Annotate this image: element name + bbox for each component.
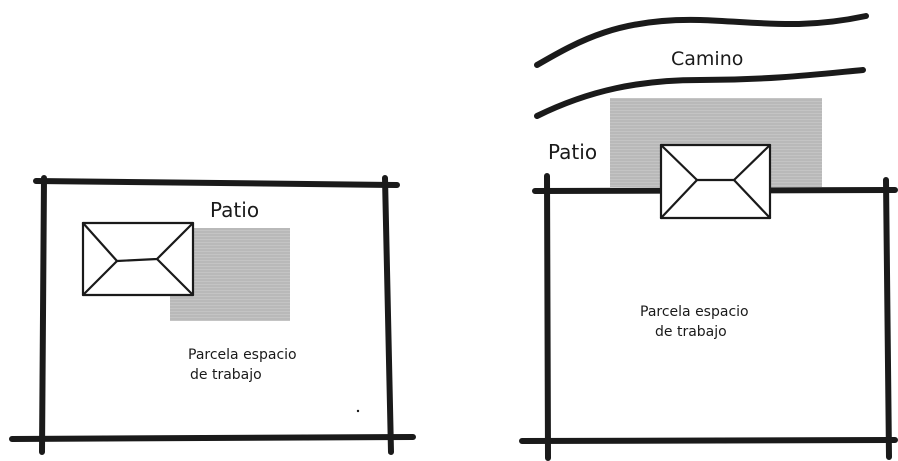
left-site-plan: Patio Parcela espacio de trabajo: [9, 175, 416, 455]
road-label: Camino: [671, 48, 743, 70]
ink-dot: [356, 409, 360, 413]
right-patio-label: Patio: [548, 140, 597, 164]
right-parcel-label-line2: de trabajo: [655, 324, 727, 340]
right-site-plan: Camino Patio Parcela espacio de trabajo: [519, 13, 898, 461]
right-parcel-label-line1: Parcela espacio: [640, 304, 749, 320]
road: [534, 13, 869, 119]
left-parcel-boundary: [9, 175, 416, 455]
left-patio-label: Patio: [210, 198, 259, 222]
left-house: [81, 221, 195, 297]
left-parcel-label-line2: de trabajo: [190, 367, 262, 383]
right-house: [659, 143, 772, 220]
left-parcel-label-line1: Parcela espacio: [188, 347, 297, 363]
